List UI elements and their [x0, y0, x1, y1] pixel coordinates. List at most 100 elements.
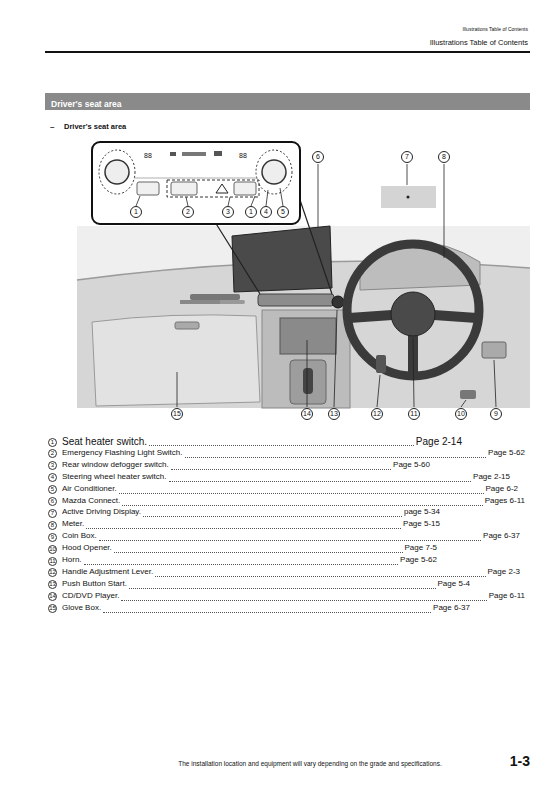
page-reference: Page 7-5	[405, 543, 437, 552]
button	[234, 182, 256, 195]
dot-leader	[121, 600, 486, 601]
item-name: Rear window defogger switch.	[62, 460, 169, 469]
contents-row: 6Mazda Connect.Pages 6-11	[48, 496, 525, 508]
page-reference: Page 5-15	[403, 519, 440, 528]
contents-row: 3Rear window defogger switch.Page 5-60	[48, 460, 430, 472]
item-name: Steering wheel heater switch.	[62, 472, 167, 481]
contents-row: 11 Horn. Page 5-62	[48, 555, 437, 567]
dot-leader	[129, 588, 436, 589]
callout-number: 14	[301, 408, 313, 420]
page-reference: Page 5-4	[438, 579, 470, 588]
page-reference: Page 5-60	[393, 460, 430, 469]
section-band: Driver's seat area	[45, 93, 530, 110]
contents-row: 13Push Button Start.Page 5-4	[48, 579, 470, 591]
callout-number: 13	[328, 408, 340, 420]
active-driving-display	[381, 186, 436, 208]
hazard-symbol	[216, 184, 228, 193]
item-name: Air Conditioner.	[62, 484, 117, 493]
callout-number: 3	[222, 206, 234, 218]
callout-number: 15	[171, 408, 183, 420]
callout-number: 8	[438, 151, 450, 163]
page-reference: Page 6-37	[433, 603, 470, 612]
cd-dvd-player	[280, 318, 336, 354]
contents-row: 15Glove Box.Page 6-37	[48, 603, 470, 615]
item-name: Emergency Flashing Light Switch.	[62, 448, 183, 457]
callout-number: 8	[48, 521, 57, 530]
item-name: Horn.	[62, 555, 82, 564]
fan-bar	[182, 152, 206, 156]
subheading: Driver's seat area	[64, 123, 126, 132]
callout-number: 5	[277, 206, 289, 218]
dotted-outline	[256, 150, 292, 194]
dot-leader	[155, 576, 485, 577]
dot-leader	[169, 481, 472, 482]
dashed-outline	[167, 180, 259, 197]
zoom-line	[300, 200, 332, 294]
contents-row: 14CD/DVD Player.Page 6-11	[48, 591, 525, 603]
button	[137, 182, 159, 195]
page-reference: Page 5-62	[488, 448, 525, 457]
icon	[214, 151, 222, 156]
page-reference: Page 2-14	[416, 436, 462, 447]
item-name: Seat heater switch.	[62, 436, 147, 447]
display-dot	[407, 196, 410, 199]
callout-number: 11	[408, 408, 420, 420]
dot-leader	[103, 612, 431, 613]
callout-number: 9	[490, 408, 502, 420]
page-reference: page 5-34	[404, 507, 440, 516]
item-name: Meter.	[62, 519, 84, 528]
callout-number: 14	[48, 592, 57, 601]
item-name: Handle Adjustment Lever.	[62, 567, 153, 576]
dot-leader	[84, 564, 399, 565]
band-heading: Driver's seat area	[45, 96, 128, 112]
contents-row: 4Steering wheel heater switch.Page 2-15	[48, 472, 510, 484]
center-console	[262, 310, 350, 408]
callout-number: 15	[48, 604, 57, 613]
callout-number: 4	[260, 206, 272, 218]
glove-box	[92, 315, 260, 406]
button	[171, 182, 197, 195]
dot-leader	[119, 493, 484, 494]
callout-number: 12	[371, 408, 383, 420]
page-heading: Illustrations Table of Contents	[430, 39, 528, 48]
callout-number: 1	[48, 438, 57, 447]
shift-lever	[303, 368, 313, 394]
header-rule	[45, 51, 530, 53]
page-reference: Page 6-37	[483, 531, 520, 540]
dash-mark: –	[50, 122, 54, 131]
callout-number: 10	[48, 545, 57, 554]
contents-row: 8 Meter. Page 5-15	[48, 519, 440, 531]
item-name: Push Button Start.	[62, 579, 127, 588]
item-name: CD/DVD Player.	[62, 591, 119, 600]
zoom-line	[215, 222, 260, 294]
knob	[105, 160, 129, 184]
dot-leader	[122, 505, 482, 506]
page-reference: Pages 6-11	[485, 496, 525, 505]
dot-leader	[99, 540, 481, 541]
callout-number: 2	[182, 206, 194, 218]
push-button-start	[332, 296, 344, 308]
inset-frame	[92, 142, 300, 224]
dot-leader	[143, 516, 402, 517]
callout-number: 9	[48, 533, 57, 542]
contents-row: 12Handle Adjustment Lever.Page 2-3	[48, 567, 520, 579]
page-reference: Page 5-62	[400, 555, 437, 564]
dot-leader	[86, 528, 401, 529]
callout-number: 2	[48, 449, 57, 458]
vent	[180, 300, 220, 304]
hood-opener	[460, 390, 476, 399]
callout-number: 12	[48, 568, 57, 577]
contents-row: 1 Seat heater switch. Page 2-14	[48, 436, 462, 448]
contents-row: 5Air Conditioner.Page 6-2	[48, 484, 518, 496]
panel-line	[134, 178, 258, 179]
item-name: Hood Opener.	[62, 543, 112, 552]
contents-row: 2 Emergency Flashing Light Switch. Page 5-…	[48, 448, 525, 460]
running-header: Illustrations Table of Contents	[462, 27, 528, 33]
callout-number: 11	[48, 557, 57, 566]
dot-leader	[114, 552, 403, 553]
contents-row: 9Coin Box.Page 6-37	[48, 531, 520, 543]
callout-number: 10	[455, 408, 467, 420]
page-reference: Page 6-2	[486, 484, 518, 493]
callout-number: 7	[48, 509, 57, 518]
